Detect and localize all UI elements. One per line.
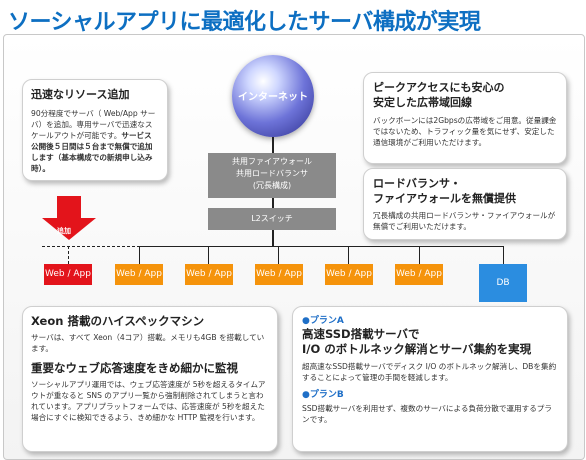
db-node: DB <box>479 264 527 302</box>
page-title: ソーシャルアプリに最適化したサーバ構成が実現 <box>8 10 481 35</box>
add-arrow-icon <box>42 196 96 240</box>
connector-line <box>272 230 274 246</box>
loadbalancer-line: 共用ロードバランサ <box>236 169 308 178</box>
card-resource-addition: 迅速なリソース追加 90分程度でサーバ（ Web/App サーバ）を追加。専用サ… <box>22 79 168 181</box>
drop-line <box>68 246 69 264</box>
internet-globe-icon <box>232 55 314 137</box>
card-title-monitoring: 重要なウェブ応答速度をきめ細かに監視 <box>31 361 238 375</box>
drop-line <box>208 246 209 264</box>
plan-a-text: 超高速なSSD搭載サーバでディスク I/O のボトルネック解消し、DBを集約する… <box>302 362 557 382</box>
web-app-node: Web / App <box>395 264 443 285</box>
plan-b-label: ●プランB <box>302 390 344 400</box>
plan-b-text: SSD搭載サーバを利用せず、複数のサーバによる負荷分散で運用するプランです。 <box>302 404 552 424</box>
card-loadbalancer: ロードバランサ・ ファイアウォールを無償提供 冗長構成の共用ロードバランサ・ファ… <box>363 168 567 240</box>
firewall-line: 共用ファイアウォール <box>232 157 312 166</box>
card-title: Xeon 搭載のハイスペックマシン <box>31 314 205 328</box>
card-title: 迅速なリソース追加 <box>31 88 130 101</box>
card-text: バックボーンには2Gbpsの広帯域をご用意。従量課金ではないため、トラフィック量… <box>373 116 557 147</box>
web-app-node: Web / App <box>185 264 233 285</box>
card-text-bold: サービス公開後５日間は５台まで無償で追加します（基本構成での新規申し込み時）。 <box>31 131 153 173</box>
firewall-loadbalancer-box: 共用ファイアウォール 共用ロードバランサ (冗長構成) <box>208 153 336 198</box>
connector-line <box>272 137 274 153</box>
card-ssd-plans: ●プランA 高速SSD搭載サーバで I/O のボトルネック解消とサーバ集約を実現… <box>292 306 568 452</box>
plan-a-title: 高速SSD搭載サーバで I/O のボトルネック解消とサーバ集約を実現 <box>302 327 532 356</box>
connector-line <box>272 198 274 208</box>
drop-line <box>278 246 279 264</box>
card-xeon: Xeon 搭載のハイスペックマシン サーバは、すべて Xeon（4コア）搭載。メ… <box>22 306 278 452</box>
card-text: サーバは、すべて Xeon（4コア）搭載。メモリも4GB を搭載しています。 <box>31 333 265 353</box>
network-bus-dashed-line <box>42 246 140 247</box>
web-app-node: Web / App <box>325 264 373 285</box>
card-text-monitoring: ソーシャルアプリ運用では、ウェブ応答速度が 5秒を超えるタイムアウトが重なると … <box>31 380 266 422</box>
network-bus-line <box>140 246 504 247</box>
drop-line <box>348 246 349 264</box>
l2-switch-box: L2スイッチ <box>208 208 336 230</box>
drop-line <box>419 246 420 264</box>
card-title: ピークアクセスにも安心の 安定した広帯域回線 <box>373 81 505 109</box>
card-bandwidth: ピークアクセスにも安心の 安定した広帯域回線 バックボーンには2Gbpsの広帯域… <box>363 72 567 164</box>
redundant-line: (冗長構成) <box>252 181 292 190</box>
plan-a-label: ●プランA <box>302 316 344 326</box>
web-app-node-added: Web / App <box>44 264 92 285</box>
web-app-node: Web / App <box>115 264 163 285</box>
add-label: 追加 <box>57 227 71 235</box>
web-app-node: Web / App <box>255 264 303 285</box>
internet-label: インターネット <box>238 92 308 103</box>
card-title: ロードバランサ・ ファイアウォールを無償提供 <box>373 177 516 205</box>
card-text: 冗長構成の共用ロードバランサ・ファイアウォールが無償でご利用いただけます。 <box>373 211 556 231</box>
drop-line <box>503 246 504 264</box>
drop-line <box>139 246 140 264</box>
card-text: 90分程度でサーバ（ Web/App サーバ）を追加。専用サーバで迅速なスケール… <box>31 109 156 140</box>
